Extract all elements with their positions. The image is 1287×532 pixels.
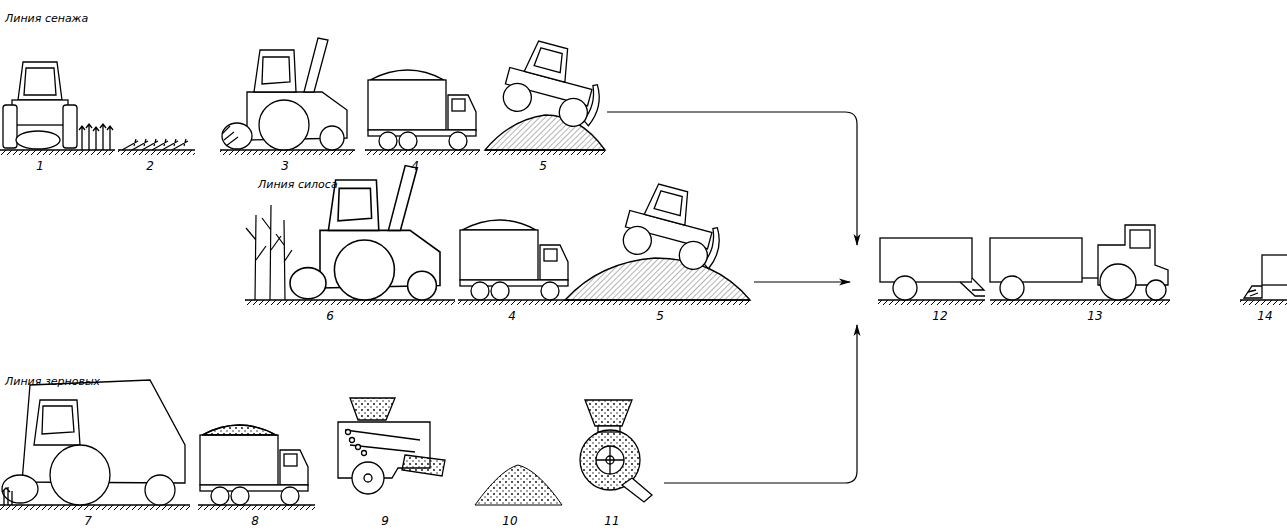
forage-harvester xyxy=(222,38,347,150)
callout-number: 9 xyxy=(381,514,389,528)
flow-arrow xyxy=(664,325,857,483)
feeder-machine xyxy=(1244,255,1287,298)
machine-node: 8 xyxy=(200,415,315,530)
dump-truck xyxy=(460,220,568,300)
machine-node: 9 xyxy=(325,395,447,530)
callout-number: 6 xyxy=(326,309,334,323)
callout-number: 4 xyxy=(508,309,516,323)
line-title: Линия силоса xyxy=(258,178,338,191)
grain-cleaner xyxy=(338,398,445,494)
callout-number: 10 xyxy=(502,514,517,528)
silage-pile xyxy=(485,36,611,150)
flow-arrow xyxy=(754,281,850,282)
corn-stalks xyxy=(246,205,292,300)
machine-node: 10 xyxy=(470,450,565,530)
line-title: Линия сенажа xyxy=(5,12,88,25)
feed-mixer-trailer xyxy=(880,238,985,300)
grass-swath xyxy=(122,139,188,150)
machine-node: 13 xyxy=(990,225,1170,325)
grain-truck xyxy=(200,425,308,505)
silage-pile xyxy=(565,179,750,300)
machine-node: 2 xyxy=(120,100,182,175)
tractor-with-trailer xyxy=(990,225,1168,300)
machine-node: 14 xyxy=(1240,225,1287,325)
line-title: Линия зерновых xyxy=(5,375,100,388)
callout-number: 2 xyxy=(146,159,154,173)
machine-node: 11 xyxy=(575,395,660,530)
machine-node: 7 xyxy=(5,375,190,530)
callout-number: 3 xyxy=(281,159,289,173)
callout-number: 14 xyxy=(1257,309,1272,323)
grain-crusher xyxy=(580,400,652,502)
mower-tractor xyxy=(3,62,113,150)
ground-lines xyxy=(0,150,1287,510)
machine-node: 5 xyxy=(488,55,603,175)
machine-node: 1 xyxy=(5,60,77,175)
dump-truck xyxy=(368,70,476,150)
callout-number: 12 xyxy=(932,309,947,323)
callout-number: 8 xyxy=(251,514,259,528)
grain-combine xyxy=(2,380,185,505)
callout-number: 7 xyxy=(84,514,92,528)
machine-node: 4 xyxy=(460,215,568,325)
callout-number: 4 xyxy=(411,159,419,173)
grain-pile xyxy=(475,465,562,505)
callout-number: 13 xyxy=(1087,309,1102,323)
machine-node: 5 xyxy=(570,200,750,325)
callout-number: 11 xyxy=(604,514,619,528)
callout-number: 5 xyxy=(539,159,547,173)
machine-node: 12 xyxy=(850,245,985,325)
machine-node: 3 xyxy=(222,40,352,175)
callout-number: 1 xyxy=(36,159,44,173)
callout-number: 5 xyxy=(656,309,664,323)
flow-arrow xyxy=(607,112,857,245)
machine-node: 4 xyxy=(368,60,476,175)
